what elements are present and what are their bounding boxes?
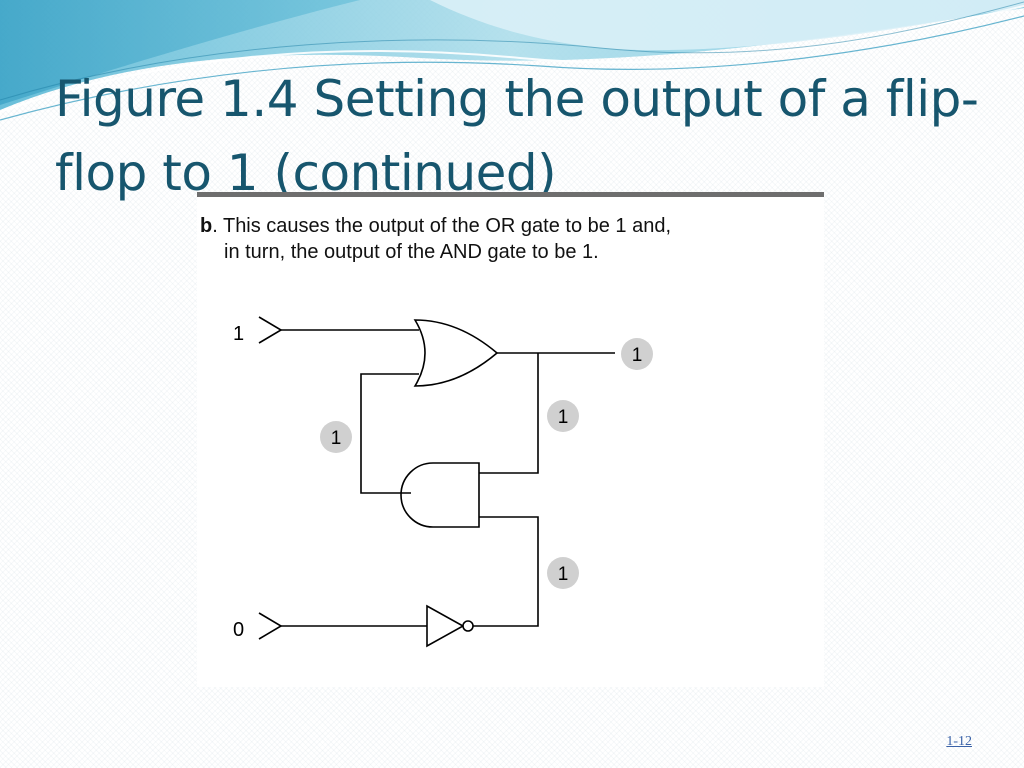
- slide-title: Figure 1.4 Setting the output of a flip-…: [55, 70, 979, 202]
- left-wire: [360, 373, 419, 494]
- decorative-banner: [0, 0, 1024, 121]
- circuit-figure: b. This causes the output of the OR gate…: [197, 192, 824, 687]
- caption-line-1: . This causes the output of the OR gate …: [212, 215, 672, 237]
- output-badge: 1: [621, 338, 653, 370]
- not-output-badge: 1: [547, 557, 579, 589]
- output-badge-text: 1: [632, 345, 643, 366]
- input-top-marker: [258, 316, 283, 344]
- feedback-badge-text: 1: [558, 407, 569, 428]
- or-gate: [413, 319, 499, 387]
- caption-line-2: in turn, the output of the AND gate to b…: [224, 241, 599, 263]
- input-bottom-label: 0: [233, 619, 244, 641]
- not-gate: [426, 604, 465, 648]
- and-output-wire: [473, 516, 539, 627]
- left-wire-badge-text: 1: [331, 428, 342, 449]
- flip-flop-circuit: 1 0 1 1 1 1: [233, 316, 653, 648]
- feedback-wire: [479, 353, 539, 474]
- figure-caption: b. This causes the output of the OR gate…: [200, 213, 820, 265]
- and-gate: [400, 462, 480, 528]
- not-output-badge-text: 1: [558, 564, 569, 585]
- feedback-badge: 1: [547, 400, 579, 432]
- input-bottom-marker: [258, 612, 283, 640]
- input-top-label: 1: [233, 323, 244, 345]
- page-number-link[interactable]: 1-12: [946, 734, 972, 749]
- not-gate-bubble: [462, 620, 474, 632]
- left-wire-badge: 1: [320, 421, 352, 453]
- caption-label: b: [200, 215, 213, 237]
